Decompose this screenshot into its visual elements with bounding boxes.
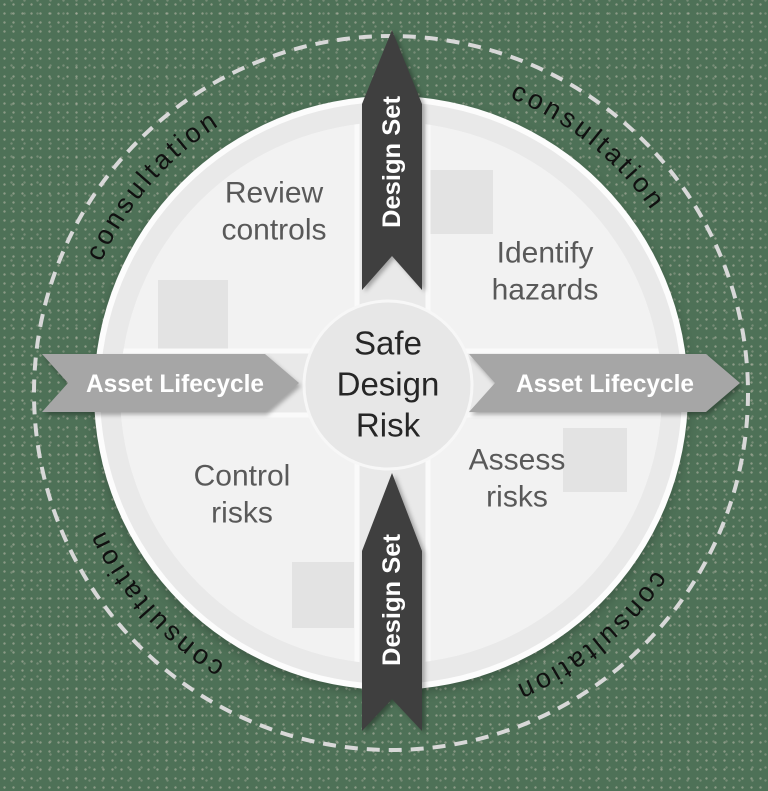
- design-set-ribbon-bottom: [362, 473, 422, 731]
- quadrant-label-assess-line-2: risks: [486, 481, 548, 514]
- decorative-square-left: [158, 280, 228, 350]
- design-set-ribbon-top-label: Design Set: [378, 95, 406, 228]
- quadrant-label-identify-line-1: Identify: [497, 237, 594, 270]
- quadrant-label-review-line-1: Review: [225, 177, 324, 210]
- decorative-square-bottom: [292, 562, 354, 628]
- decorative-square-right: [563, 428, 627, 492]
- asset-lifecycle-arrow-right-label: Asset Lifecycle: [516, 370, 694, 398]
- center-circle: [302, 299, 474, 471]
- quadrant-label-control-line-1: Control: [194, 460, 291, 493]
- asset-lifecycle-arrow-left: [42, 354, 299, 412]
- center-title-line-1: Safe: [354, 325, 422, 362]
- quadrant-label-review-line-2: controls: [221, 214, 326, 247]
- quadrant-label-identify-line-2: hazards: [492, 274, 599, 307]
- design-set-ribbon-top: [362, 30, 422, 290]
- quadrant-label-assess-line-1: Assess: [469, 444, 566, 477]
- decorative-square-top: [427, 170, 493, 234]
- center-title-line-2: Design: [337, 366, 440, 403]
- asset-lifecycle-arrow-right: [469, 354, 740, 412]
- asset-lifecycle-arrow-left-label: Asset Lifecycle: [86, 370, 264, 398]
- center-title-line-3: Risk: [356, 407, 421, 444]
- quadrant-label-control-line-2: risks: [211, 497, 273, 530]
- design-set-ribbon-bottom-label: Design Set: [378, 533, 406, 666]
